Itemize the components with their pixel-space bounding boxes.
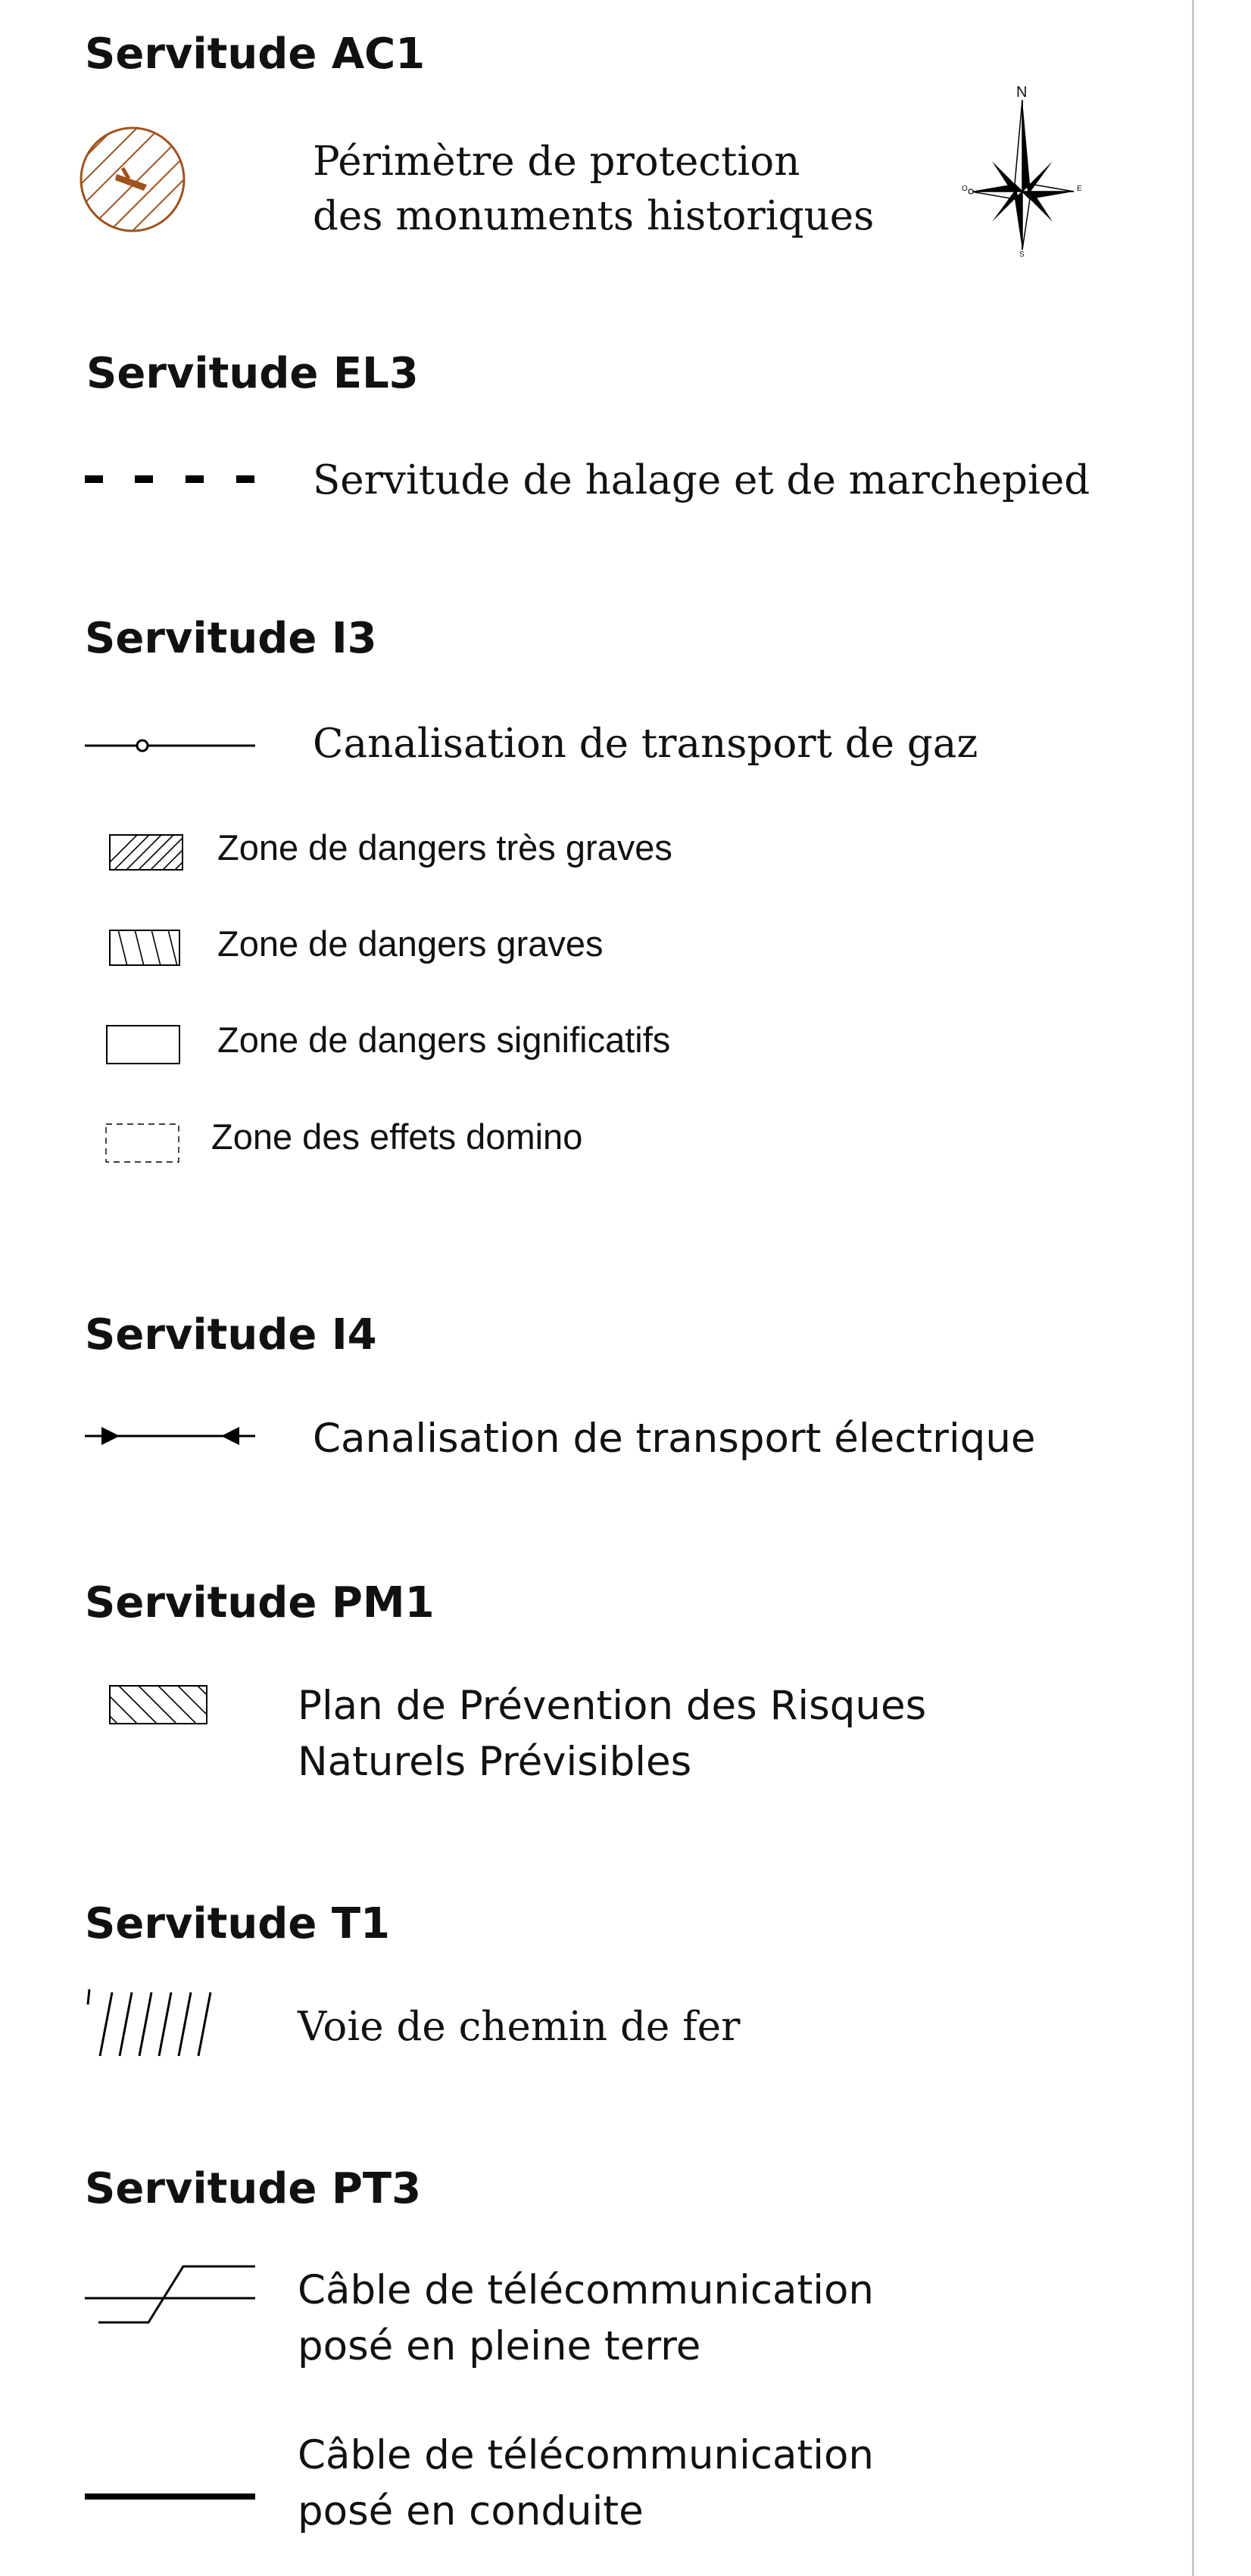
right-divider xyxy=(1192,0,1194,2576)
sparse-hatch-box-icon xyxy=(109,930,180,966)
zone-label-4: Zone des effets domino xyxy=(211,1117,583,1157)
compass-rose-icon xyxy=(968,99,1075,251)
pt3-item-2-line1: Câble de télécommunication xyxy=(298,2432,874,2478)
i4-title: Servitude I4 xyxy=(85,1310,377,1360)
compass-east: E xyxy=(1077,185,1082,193)
compass-south: S xyxy=(1019,251,1025,259)
pm1-label-line1: Plan de Prévention des Risques xyxy=(298,1683,927,1729)
zone-label-2: Zone de dangers graves xyxy=(217,924,604,964)
compass-west: O xyxy=(962,185,968,193)
hatched-rectangle-icon xyxy=(109,1685,207,1724)
ac1-title: Servitude AC1 xyxy=(85,30,426,79)
ac1-label-line2: des monuments historiques xyxy=(313,193,875,239)
el3-title: Servitude EL3 xyxy=(86,349,419,398)
pt3-item-1-line1: Câble de télécommunication xyxy=(298,2267,874,2313)
pm1-title: Servitude PM1 xyxy=(85,1578,435,1628)
hatched-circle-icon xyxy=(80,126,186,232)
pt3-item-2-line2: posé en conduite xyxy=(298,2488,644,2534)
solid-line-icon xyxy=(85,2493,255,2500)
ac1-label: Périmètre de protection des monuments hi… xyxy=(313,135,874,244)
empty-box-icon xyxy=(106,1025,180,1064)
pt3-title: Servitude PT3 xyxy=(85,2164,422,2213)
el3-label: Servitude de halage et de marchepied xyxy=(313,457,1090,503)
compass-rose: N E S O xyxy=(962,83,1083,259)
ac1-label-line1: Périmètre de protection xyxy=(313,139,800,185)
pm1-label-line2: Naturels Prévisibles xyxy=(298,1739,692,1785)
compass-north: N xyxy=(1016,84,1028,101)
zone-label-3: Zone de dangers significatifs xyxy=(217,1020,671,1060)
dashed-box-icon xyxy=(105,1123,179,1163)
pt3-item-1-line2: posé en pleine terre xyxy=(298,2323,701,2369)
slanted-ticks-icon xyxy=(86,1989,212,2057)
i3-label: Canalisation de transport de gaz xyxy=(313,721,978,767)
dashed-line-icon xyxy=(85,475,254,483)
line-with-arrows-icon xyxy=(85,1427,255,1445)
i3-title: Servitude I3 xyxy=(85,614,377,663)
t1-title: Servitude T1 xyxy=(85,1899,390,1948)
zone-label-1: Zone de dangers très graves xyxy=(217,827,672,867)
pt3-item-2-label: Câble de télécommunication posé en condu… xyxy=(298,2428,874,2540)
pt3-item-1-label: Câble de télécommunication posé en plein… xyxy=(298,2263,874,2375)
pm1-label: Plan de Prévention des Risques Naturels … xyxy=(298,1678,926,1790)
step-line-icon xyxy=(85,2265,255,2324)
dense-hatch-box-icon xyxy=(109,834,183,871)
t1-label: Voie de chemin de fer xyxy=(298,2004,741,2050)
i4-label: Canalisation de transport électrique xyxy=(313,1416,1036,1462)
line-with-circle-icon xyxy=(85,739,255,752)
